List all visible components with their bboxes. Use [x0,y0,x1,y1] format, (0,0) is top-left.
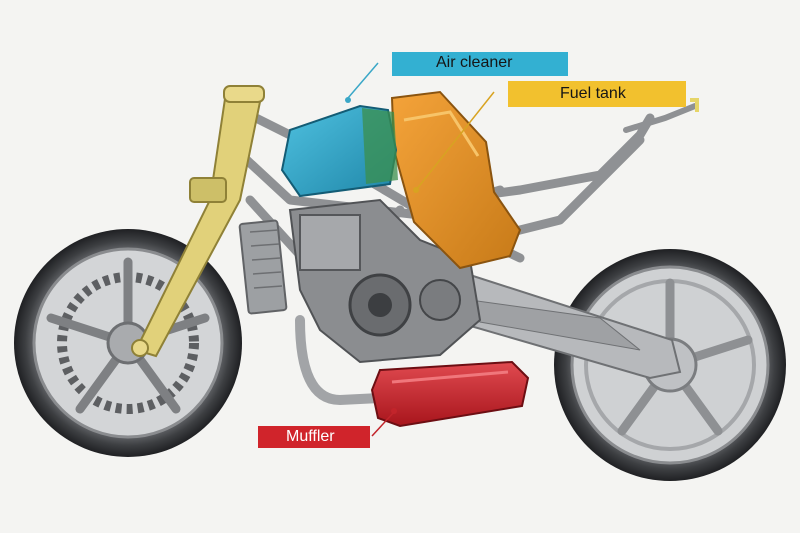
muffler-label: Muffler [258,426,370,448]
fuel-tank-part [390,90,522,270]
front-fork [131,85,265,358]
muffler-leader-dot [391,408,397,414]
front-wheel [14,229,242,457]
air-cleaner-part [280,104,398,198]
air-cleaner-leader-dot [345,97,351,103]
fuel-tank-leader-line [415,91,495,191]
rear-subframe-tip [623,98,699,133]
air-cleaner-label: Air cleaner [392,52,568,76]
muffler-part [370,360,530,428]
radiator [238,219,288,315]
fuel-tank-label: Fuel tank [508,81,686,107]
fuel-tank-leader-dot [413,187,419,193]
leader-lines [347,62,379,99]
exhaust-pipe [295,315,385,406]
engine [288,198,482,364]
muffler-leader-line [371,411,395,437]
